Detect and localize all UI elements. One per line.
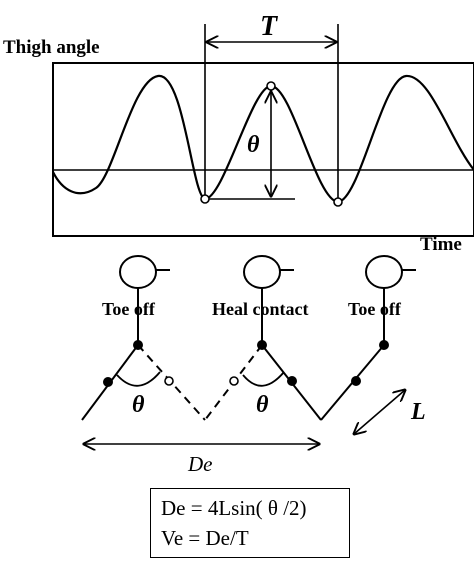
figure-toe-off-left: θ bbox=[81, 255, 206, 421]
trough-marker-1 bbox=[200, 194, 210, 204]
front-leg-1-dashed bbox=[137, 344, 206, 421]
y-axis-label: Thigh angle bbox=[3, 37, 100, 58]
hip-joint-3 bbox=[379, 340, 389, 350]
figure-toe-off-right bbox=[320, 255, 416, 421]
figure-heal-contact: θ bbox=[204, 255, 322, 421]
gait-label-toe-off-2: Toe off bbox=[348, 299, 402, 319]
amplitude-label: θ bbox=[247, 132, 260, 158]
step-distance-label: De bbox=[187, 452, 213, 476]
peak-marker bbox=[266, 81, 276, 91]
angle-arc-1 bbox=[116, 371, 161, 387]
knee-1 bbox=[103, 377, 113, 387]
period-label: T bbox=[260, 11, 279, 42]
head-1 bbox=[119, 255, 157, 289]
angle-arc-2 bbox=[242, 371, 285, 387]
gait-label-toe-off-1: Toe off bbox=[102, 299, 156, 319]
trough-marker-2 bbox=[333, 197, 343, 207]
knee-2 bbox=[287, 376, 297, 386]
angle-label-right: θ bbox=[256, 392, 269, 418]
leg-length-arrow bbox=[354, 390, 405, 434]
formula-box: De = 4Lsin( θ /2) Ve = De/T bbox=[150, 488, 350, 558]
formula-distance: De = 4Lsin( θ /2) bbox=[161, 496, 307, 520]
thigh-angle-curve bbox=[52, 74, 474, 204]
hip-joint-2 bbox=[257, 340, 267, 350]
knee-2-open bbox=[229, 376, 239, 386]
knee-3 bbox=[351, 376, 361, 386]
x-axis-label: Time bbox=[420, 234, 462, 255]
head-3 bbox=[365, 255, 403, 289]
formula-velocity: Ve = De/T bbox=[161, 526, 249, 550]
hip-joint-1 bbox=[133, 340, 143, 350]
angle-label-left: θ bbox=[132, 392, 145, 418]
knee-1-open bbox=[164, 376, 174, 386]
leg-length-label: L bbox=[410, 399, 426, 425]
head-2 bbox=[243, 255, 281, 289]
gait-label-heal-contact: Heal contact bbox=[212, 299, 308, 319]
plot-frame bbox=[52, 62, 474, 237]
